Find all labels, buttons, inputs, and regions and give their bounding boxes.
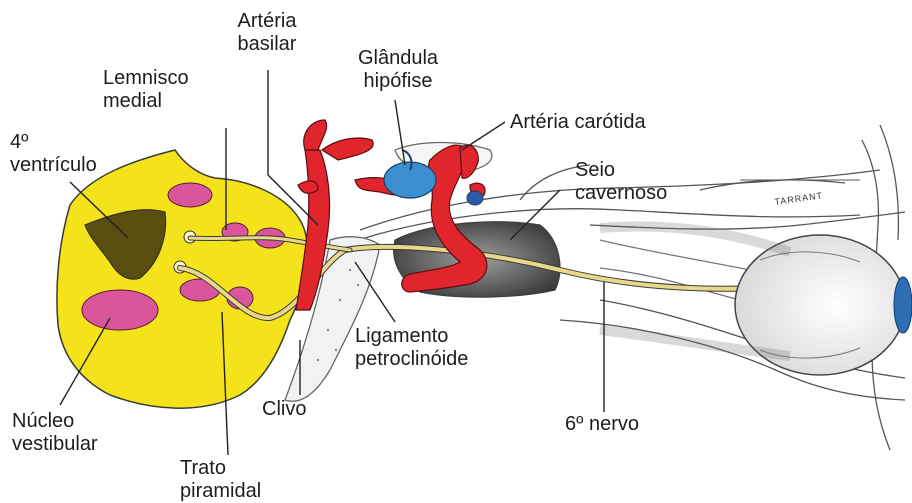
- label-arteria-carotida: Artéria carótida: [510, 111, 646, 134]
- nucleus: [168, 183, 212, 207]
- label-nucleo-vestibular: Núcleo vestibular: [12, 410, 98, 456]
- label-ligamento-petroclinoide: Ligamento petroclinóide: [355, 325, 468, 371]
- label-seio-cavernoso: Seio cavernoso: [575, 159, 667, 205]
- label-sexto-nervo: 6º nervo: [565, 413, 639, 436]
- label-arteria-basilar: Artéria basilar: [222, 10, 312, 56]
- artist-signature: TARRANT: [774, 190, 824, 207]
- eyeball: [600, 227, 912, 375]
- label-glandula-hipofise: Glândula hipófise: [338, 47, 458, 93]
- label-clivo: Clivo: [262, 398, 306, 421]
- label-quarto-ventriculo: 4º ventrículo: [10, 131, 97, 177]
- brainstem-section: [57, 150, 308, 408]
- nucleus: [82, 290, 158, 330]
- label-lemnisco-medial: Lemnisco medial: [103, 67, 189, 113]
- leader-arteria-carotida: [462, 122, 505, 150]
- label-trato-piramidal: Trato piramidal: [180, 457, 261, 503]
